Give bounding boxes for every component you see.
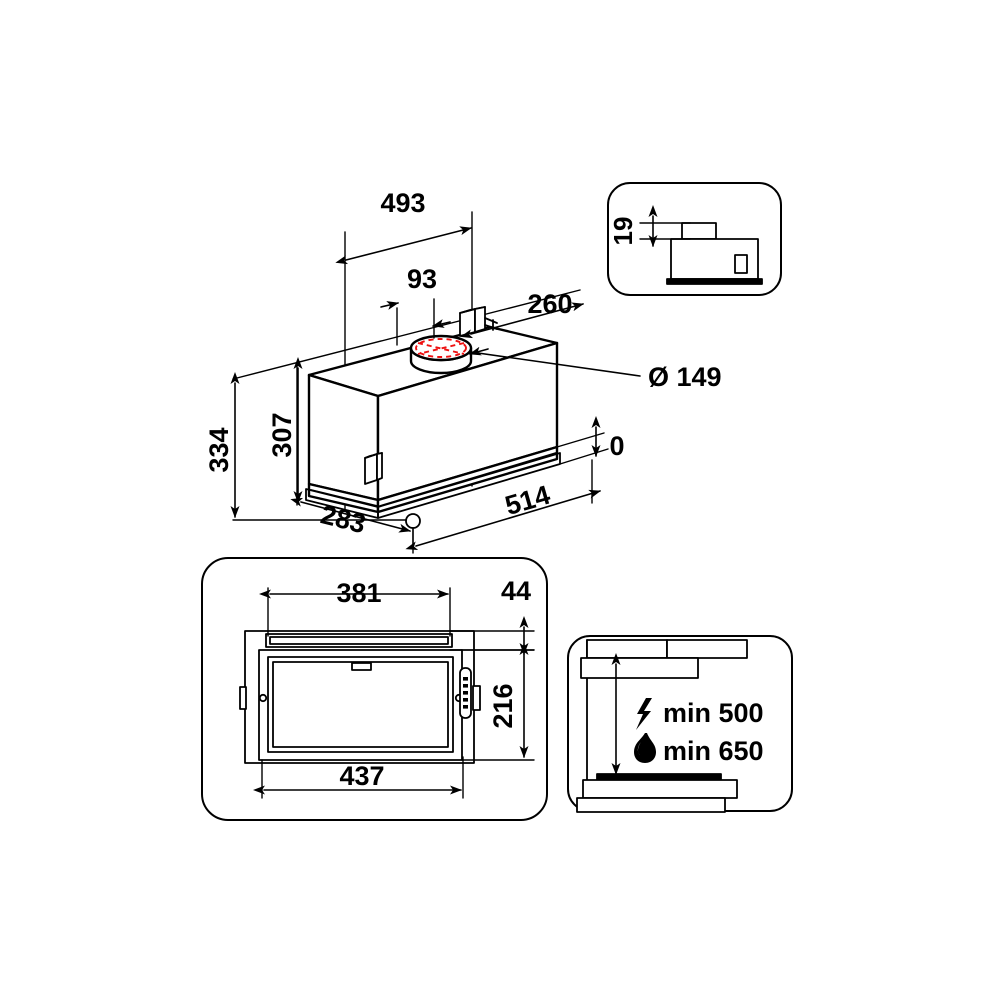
inset-bottom-left: 381 44 216 437 <box>201 557 548 821</box>
dimension-260-label: 260 <box>527 289 572 319</box>
dimension-216: 216 <box>461 643 535 761</box>
dimension-493-label: 493 <box>380 188 425 218</box>
dimension-493-line <box>335 226 472 265</box>
dimension-381: 381 <box>259 578 451 637</box>
dimension-334: 334 <box>204 372 240 518</box>
switch-side <box>376 452 383 481</box>
callout-diameter-149: Ø 149 <box>469 346 722 392</box>
dimension-19-label: 19 <box>608 217 638 246</box>
panel-lamp <box>351 662 372 671</box>
hood-side-vent <box>734 254 748 274</box>
cabinet-right <box>666 639 748 659</box>
anchor-circle <box>405 513 421 529</box>
dimension-93-arrow-right <box>432 319 451 328</box>
cabinet-left <box>586 639 668 659</box>
dimension-437-label: 437 <box>339 761 384 791</box>
control-strip <box>459 667 472 719</box>
dimension-307: 307 <box>267 357 303 503</box>
callout-149-leader <box>470 351 641 377</box>
hood-base-plate-side <box>666 278 763 285</box>
flame-icon-highlight <box>637 742 641 755</box>
mounting-tab-right <box>472 685 481 711</box>
dimension-381-label: 381 <box>336 578 381 608</box>
mounting-tab-left <box>239 686 247 710</box>
dimension-334-label: 334 <box>204 427 234 472</box>
callout-149-label: Ø 149 <box>648 362 722 392</box>
hob-base <box>576 797 726 813</box>
dimension-307-label: 307 <box>267 412 297 457</box>
inset-bottom-right: min 500 min 650 <box>567 635 793 813</box>
control-buttons[interactable] <box>463 677 468 709</box>
dimension-493: 493 <box>335 188 472 265</box>
note-electric: min 500 <box>636 698 764 730</box>
lightning-bolt-icon <box>636 698 652 730</box>
dimension-260: 260 <box>460 289 584 339</box>
dimension-437: 437 <box>253 756 464 799</box>
note-gas: min 650 <box>634 733 764 766</box>
chimney-collar <box>681 222 717 240</box>
main-isometric-view: 493 93 260 334 30 <box>204 188 722 554</box>
control-switch-block <box>364 452 383 485</box>
flame-icon <box>634 733 656 763</box>
front-panel-glass <box>272 661 449 748</box>
filter-strip-inner <box>269 636 449 645</box>
dimension-0-label: 0 <box>609 431 624 461</box>
inset-top-right: 19 <box>607 182 782 296</box>
outlet-centre-marking <box>415 338 467 358</box>
dimension-93-arrow-left <box>380 301 399 310</box>
hood-above-schematic <box>580 639 748 787</box>
dimension-93-label: 93 <box>407 264 437 294</box>
hood-schematic-body <box>580 657 699 679</box>
mounting-tabs <box>239 685 481 711</box>
dimension-93: 93 <box>380 264 451 346</box>
air-outlet-collar <box>409 334 473 375</box>
dimension-260-line <box>460 302 584 339</box>
hob-body <box>582 779 738 799</box>
dimension-0: 0 <box>556 416 625 465</box>
note-electric-label: min 500 <box>663 698 764 728</box>
hood-side-silhouette <box>666 222 763 285</box>
note-gas-label: min 650 <box>663 736 764 766</box>
connector-side <box>474 306 486 333</box>
dimension-283-line <box>290 497 411 533</box>
dimension-216-label: 216 <box>488 683 518 728</box>
callout-149-arrow <box>469 346 489 356</box>
dimension-514-label: 514 <box>502 480 554 521</box>
switch-front <box>364 453 378 485</box>
dimension-19: 19 <box>608 205 691 247</box>
hob-schematic <box>576 773 738 813</box>
top-filter-strip <box>265 633 453 648</box>
front-panel <box>258 649 464 761</box>
dimension-514-line <box>405 489 601 551</box>
dimension-44-label: 44 <box>501 576 531 606</box>
screw-left <box>258 693 268 703</box>
